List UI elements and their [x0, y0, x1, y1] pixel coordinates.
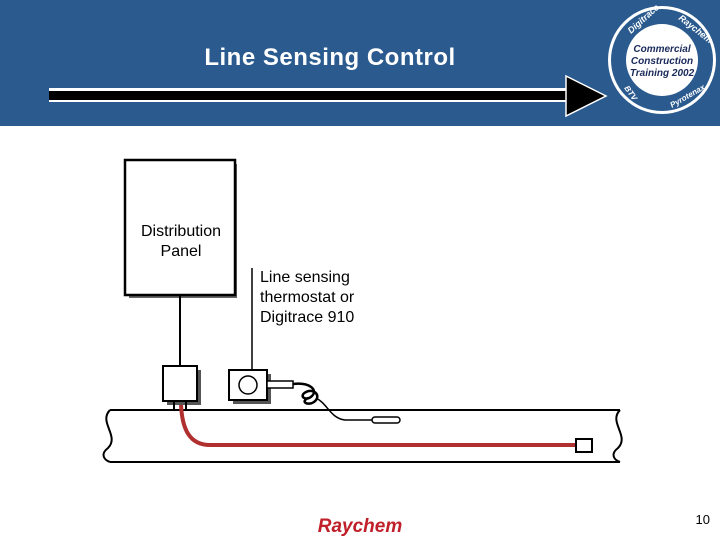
heating-cable [179, 403, 578, 447]
title-arrow [49, 74, 608, 118]
junction-box [162, 365, 198, 402]
capillary-coil [292, 382, 319, 405]
raychem-logo: Raychem [317, 516, 403, 537]
training-seal: Digitrace Raychem BTV Pyrotenax Commerci… [608, 4, 716, 114]
thermostat-stem [266, 380, 294, 389]
sensing-bulb [371, 416, 401, 424]
seal-inner [626, 24, 698, 96]
capillary-tube [315, 397, 372, 421]
thermostat-label-line-2: thermostat or [260, 289, 355, 306]
thermostat-label-line-3: Digitrace 910 [260, 309, 355, 326]
seal-line-3: Training 2002 [630, 68, 695, 79]
thermostat-label-line-1: Line sensing [260, 269, 350, 286]
distribution-panel-label: Distribution Panel [140, 223, 222, 260]
seal-line-2: Construction [631, 56, 693, 67]
slide-title: Line Sensing Control [204, 44, 456, 71]
page-number: 10 [695, 512, 710, 527]
thermostat-dial [238, 375, 258, 395]
pipe-left-break [102, 409, 113, 463]
distribution-panel-box [123, 158, 237, 297]
arrow-shaft [49, 91, 569, 100]
header-band: Line Sensing Control Digitrace Raychem B… [0, 0, 720, 126]
seal-line-1: Commercial [633, 44, 690, 55]
thermostat-label: Line sensing thermostat or Digitrace 910 [260, 268, 430, 328]
end-seal [575, 438, 593, 453]
pipe-right-break [612, 409, 623, 463]
arrow-head [565, 74, 608, 118]
